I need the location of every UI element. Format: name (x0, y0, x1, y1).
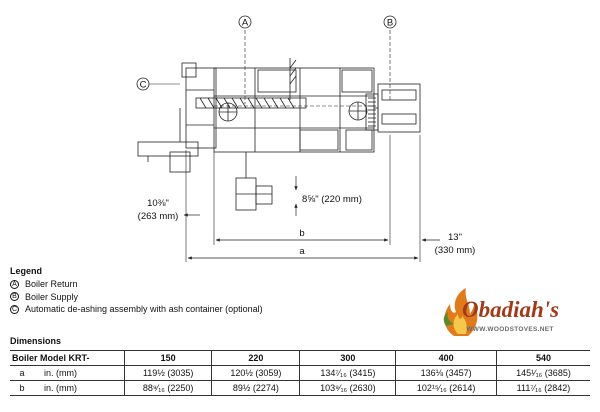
dim-label-right-offset: 13" (448, 232, 462, 243)
dimensions-section: Dimensions Boiler Model KRT- 150 220 300… (10, 336, 590, 396)
cell-b-300: 103⁹⁄₁₆ (2630) (299, 380, 396, 396)
row-unit-b: in. (mm) (44, 383, 77, 393)
legend-item-c: C Automatic de-ashing assembly with ash … (10, 303, 430, 316)
model-540: 540 (495, 350, 590, 366)
dim-label-left-offset: 10⅜" (147, 198, 169, 209)
model-300: 300 (299, 350, 396, 366)
dim-label-a: a (299, 246, 305, 257)
legend-item-a: A Boiler Return (10, 278, 430, 291)
table-row-b: b in. (mm) 88⁹⁄₁₆ (2250) 89½ (2274) 103⁹… (10, 380, 590, 396)
dim-label-left-offset-mm: (263 mm) (138, 211, 179, 222)
legend-key-a: A (10, 279, 19, 289)
svg-text:B: B (387, 18, 393, 29)
dim-label-height: 8⅝" (220 mm) (302, 194, 362, 205)
model-220: 220 (211, 350, 300, 366)
control-panel (377, 83, 421, 133)
obadiahs-logo: Obadiah's WWW.WOODSTOVES.NET (443, 288, 559, 336)
boiler-body (213, 67, 375, 153)
legend-text-b: Boiler Supply (25, 291, 79, 302)
logo-url: WWW.WOODSTOVES.NET (466, 326, 553, 333)
cell-b-150: 88⁹⁄₁₆ (2250) (123, 380, 212, 396)
model-label: Boiler Model KRT- (12, 353, 90, 363)
table-row-a: a in. (mm) 119½ (3035) 120½ (3059) 134⁷⁄… (10, 365, 590, 381)
svg-text:A: A (242, 18, 249, 29)
drive-motor (235, 152, 273, 211)
legend-item-b: B Boiler Supply (10, 291, 430, 304)
auger-assembly (195, 58, 307, 109)
cell-a-220: 120½ (3059) (211, 365, 300, 381)
model-400: 400 (395, 350, 497, 366)
legend-text-a: Boiler Return (25, 279, 78, 289)
dimensions-table: Boiler Model KRT- 150 220 300 400 540 a … (10, 350, 590, 396)
cell-a-400: 136⅛ (3457) (395, 365, 497, 381)
row-key-b: b (19, 383, 25, 393)
model-150: 150 (123, 350, 212, 366)
dimensions-heading: Dimensions (10, 336, 62, 346)
dim-label-right-offset-mm: (330 mm) (435, 245, 476, 256)
cell-a-300: 134⁷⁄₁₆ (3415) (299, 365, 396, 381)
legend-heading: Legend (10, 266, 43, 276)
cell-a-150: 119½ (3035) (123, 365, 212, 381)
callout-c: C (136, 77, 180, 91)
cell-b-220: 89½ (2274) (211, 380, 300, 396)
cell-a-540: 145¹⁄₁₆ (3685) (495, 365, 590, 381)
legend: Legend A Boiler Return B Boiler Supply C… (10, 266, 430, 316)
svg-text:C: C (140, 80, 147, 91)
legend-key-b: B (10, 292, 19, 302)
cell-b-400: 102¹⁵⁄₁₆ (2614) (395, 380, 497, 396)
flame-icon (443, 288, 478, 336)
cell-b-540: 111⁷⁄₁₆ (2842) (495, 380, 590, 396)
de-ashing-assembly (137, 108, 199, 173)
callout-a: A (238, 15, 252, 29)
callout-b: B (383, 15, 397, 29)
boiler-technical-drawing: A B C 10⅜" (263 mm) 8⅝" (220 mm) b a 13"… (136, 15, 476, 262)
dim-label-b: b (299, 228, 304, 239)
table-header-row: Boiler Model KRT- 150 220 300 400 540 (10, 350, 590, 366)
row-key-a: a (19, 368, 25, 378)
legend-text-c: Automatic de-ashing assembly with ash co… (25, 304, 263, 314)
legend-key-c: C (10, 304, 19, 314)
row-unit-a: in. (mm) (44, 368, 77, 378)
logo-wordmark: Obadiah's (462, 297, 559, 322)
